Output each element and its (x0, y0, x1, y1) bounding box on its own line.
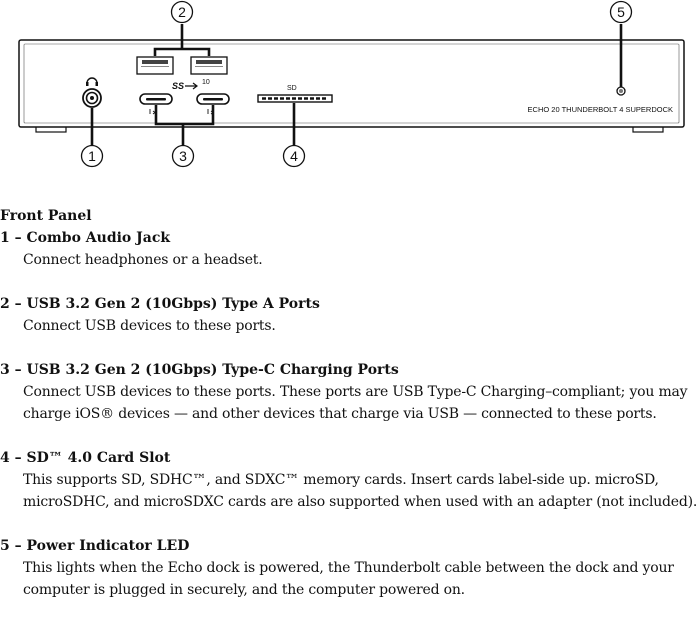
usb-a-port-right (190, 56, 228, 75)
item-description-line: microSDHC, and microSDXC cards are also … (23, 494, 698, 510)
front-panel-diagram: SS 10 SD ECHO 20 THUNDERBOLT 4 SUPERDOCK (18, 0, 685, 168)
svg-text:SS: SS (172, 81, 184, 91)
dock-inner-bevel (23, 43, 680, 124)
item-audio-jack: 1 – Combo Audio Jack Connect headphones … (0, 227, 700, 271)
item-heading: 3 – USB 3.2 Gen 2 (10Gbps) Type-C Chargi… (0, 362, 399, 378)
item-description-line: Connect USB devices to these ports. Thes… (23, 384, 688, 400)
item-usb-a-ports: 2 – USB 3.2 Gen 2 (10Gbps) Type A Ports … (0, 293, 700, 337)
item-description: Connect headphones or a headset. (23, 252, 263, 268)
item-power-led: 5 – Power Indicator LED This lights when… (0, 535, 700, 601)
item-description-line: This lights when the Echo dock is powere… (23, 560, 674, 576)
headphone-icon (86, 77, 98, 86)
item-heading: 5 – Power Indicator LED (0, 538, 190, 554)
item-usb-c-ports: 3 – USB 3.2 Gen 2 (10Gbps) Type-C Chargi… (0, 359, 700, 425)
callout-3: 3 (171, 144, 195, 168)
item-description-line: This supports SD, SDHC™, and SDXC™ memor… (23, 472, 659, 488)
dock-body (18, 39, 685, 128)
callout-5: 5 (609, 0, 633, 24)
svg-text:3: 3 (179, 148, 187, 164)
item-heading: 1 – Combo Audio Jack (0, 230, 171, 246)
sd-card-slot (257, 94, 333, 103)
svg-text:1: 1 (88, 148, 96, 164)
audio-jack (82, 88, 102, 108)
item-description-line: charge iOS® devices — and other devices … (23, 406, 657, 422)
leader-lines (90, 24, 623, 145)
usb-a-port-left (136, 56, 174, 75)
svg-text:4: 4 (290, 148, 298, 164)
callout-2: 2 (170, 0, 194, 24)
section-title: Front Panel (0, 208, 92, 224)
callout-4: 4 (282, 144, 306, 168)
usb-speed-label: 10 (202, 79, 210, 86)
callout-1: 1 (80, 144, 104, 168)
item-description-line: computer is plugged in securely, and the… (23, 582, 465, 598)
svg-text:5: 5 (617, 4, 625, 20)
product-label: ECHO 20 THUNDERBOLT 4 SUPERDOCK (528, 105, 673, 114)
sd-label: SD (287, 85, 297, 92)
item-sd-card-slot: 4 – SD™ 4.0 Card Slot This supports SD, … (0, 447, 700, 513)
item-heading: 4 – SD™ 4.0 Card Slot (0, 450, 171, 466)
superspeed-usb-logo: SS 10 (172, 79, 210, 91)
usb-c-port-right (196, 93, 230, 105)
svg-text:2: 2 (178, 4, 186, 20)
item-description: Connect USB devices to these ports. (23, 318, 276, 334)
power-led (616, 86, 626, 96)
item-heading: 2 – USB 3.2 Gen 2 (10Gbps) Type A Ports (0, 296, 320, 312)
front-panel-description: Front Panel 1 – Combo Audio Jack Connect… (0, 205, 700, 623)
usb-c-port-left (139, 93, 173, 105)
